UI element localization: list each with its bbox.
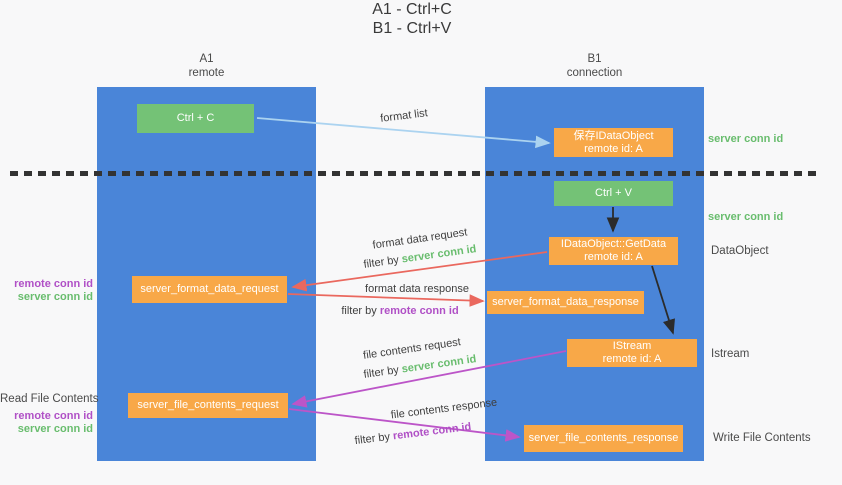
annotation-dataobject: DataObject xyxy=(711,245,769,257)
node-save-idataobject: 保存IDataObject remote id: A xyxy=(554,128,673,157)
annotation-server-conn-id-left-top: server conn id xyxy=(17,291,93,303)
server-conn-id-key: server conn id xyxy=(400,243,478,266)
node-ctrl-v: Ctrl + V xyxy=(554,181,673,206)
filter-by-text: filter by xyxy=(354,430,394,448)
format-data-response-label: format data response xyxy=(365,283,469,295)
node-ctrl-c-label: Ctrl + C xyxy=(176,112,215,124)
format-data-response-arrow xyxy=(287,293,485,307)
diagram-title-line2: B1 - Ctrl+V xyxy=(372,20,452,37)
node-format-request-label: server_format_data_request xyxy=(140,283,279,295)
node-idataobject-getdata: IDataObject::GetData remote id: A xyxy=(549,237,678,265)
annotation-server-conn-id-top: server conn id xyxy=(708,133,784,145)
node-getdata-line1: IDataObject::GetData xyxy=(560,238,667,250)
annotation-server-conn-id-mid: server conn id xyxy=(708,211,784,223)
diagram-title: A1 - Ctrl+C B1 - Ctrl+V xyxy=(0,0,824,38)
node-server-format-data-request: server_format_data_request xyxy=(132,276,287,303)
lane-b1-role: connection xyxy=(566,67,623,79)
diagram-title-line1: A1 - Ctrl+C xyxy=(372,1,452,18)
node-istream-line2: remote id: A xyxy=(602,353,662,365)
node-istream: IStream remote id: A xyxy=(567,339,697,367)
node-file-request-label: server_file_contents_request xyxy=(137,399,279,411)
node-save-idataobject-line2: remote id: A xyxy=(584,142,643,155)
lane-a1-name: A1 xyxy=(199,53,214,65)
node-server-format-data-response: server_format_data_response xyxy=(487,291,644,314)
node-file-response-label: server_file_contents_response xyxy=(528,432,679,444)
filter-by-text: filter by xyxy=(362,253,403,271)
server-conn-id-key: server conn id xyxy=(400,353,478,376)
remote-conn-id-key: remote conn id xyxy=(392,420,472,443)
lane-a1-role: remote xyxy=(188,67,225,79)
annotation-write-file-contents: Write File Contents xyxy=(713,432,811,444)
node-server-file-contents-response: server_file_contents_response xyxy=(524,425,683,452)
file-contents-response-filter: filter by remote conn id xyxy=(345,420,481,448)
node-ctrl-v-label: Ctrl + V xyxy=(595,187,632,199)
remote-conn-id-key: remote conn id xyxy=(379,305,459,317)
annotation-istream: Istream xyxy=(711,348,750,360)
filter-by-text: filter by xyxy=(341,305,380,317)
node-save-idataobject-line1: 保存IDataObject xyxy=(573,129,654,142)
lane-header-b1: B1 connection xyxy=(485,52,704,80)
filter-by-text: filter by xyxy=(362,363,403,381)
node-getdata-line2: remote id: A xyxy=(584,251,643,263)
annotation-remote-conn-id-top: remote conn id xyxy=(14,278,93,290)
annotation-read-file-contents: Read File Contents xyxy=(0,393,99,405)
node-ctrl-c: Ctrl + C xyxy=(137,104,254,133)
lane-header-a1: A1 remote xyxy=(97,52,316,80)
format-data-response-filter: filter by remote conn id xyxy=(335,305,465,317)
annotation-remote-conn-id-bottom: remote conn id xyxy=(14,410,93,422)
format-list-label: format list xyxy=(379,107,429,125)
node-server-file-contents-request: server_file_contents_request xyxy=(128,393,288,418)
annotation-server-conn-id-left-bottom: server conn id xyxy=(17,423,93,435)
session-divider xyxy=(10,171,820,176)
node-istream-line1: IStream xyxy=(612,340,652,352)
lane-b1-name: B1 xyxy=(587,53,602,65)
node-format-response-label: server_format_data_response xyxy=(492,296,639,308)
